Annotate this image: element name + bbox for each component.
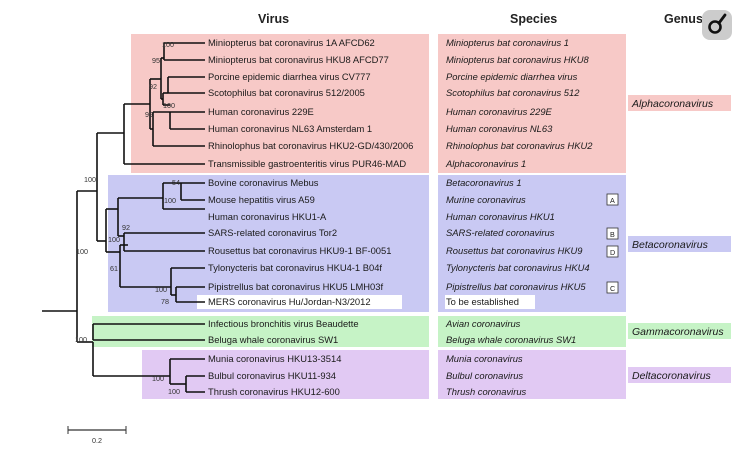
virus-name: Porcine epidemic diarrhea virus CV777 — [208, 71, 371, 82]
virus-column-header: Virus — [258, 12, 289, 26]
lineage-box-b: B — [606, 227, 619, 240]
species-name: Miniopterus bat coronavirus 1 — [446, 37, 569, 48]
species-labels: Miniopterus bat coronavirus 1 Miniopteru… — [445, 37, 593, 397]
svg-text:D: D — [610, 248, 615, 257]
delta-genus-band — [628, 367, 731, 383]
virus-name: Human coronavirus 229E — [208, 106, 314, 117]
species-name: Rhinolophus bat coronavirus HKU2 — [446, 140, 593, 151]
genus-label-alpha: Alphacoronavirus — [631, 98, 714, 110]
genus-label-delta: Deltacoronavirus — [632, 370, 712, 382]
delta-species-band — [438, 350, 626, 399]
bootstrap-label: 99 — [145, 110, 153, 119]
virus-name: Tylonycteris bat coronavirus HKU4-1 B04f — [208, 262, 382, 273]
virus-name: Bulbul coronavirus HKU11-934 — [208, 370, 336, 381]
species-name: Human coronavirus NL63 — [446, 123, 553, 134]
tree-branches — [42, 42, 205, 393]
svg-text:C: C — [610, 284, 615, 293]
species-name: Human coronavirus 229E — [446, 106, 553, 117]
virus-name: Rousettus bat coronavirus HKU9-1 BF-0051 — [208, 245, 391, 256]
annotation-wheel-icon — [702, 10, 732, 40]
bootstrap-label: 100 — [164, 196, 176, 205]
species-name: Rousettus bat coronavirus HKU9 — [446, 245, 583, 256]
virus-name: MERS coronavirus Hu/Jordan-N3/2012 — [208, 296, 371, 307]
virus-name: Infectious bronchitis virus Beaudette — [208, 318, 359, 329]
mers-species-highlight — [445, 295, 535, 309]
virus-name: Beluga whale coronavirus SW1 — [208, 334, 338, 345]
virus-name: Munia coronavirus HKU13-3514 — [208, 353, 341, 364]
species-name: Beluga whale coronavirus SW1 — [446, 334, 576, 345]
species-name: Murine coronavirus — [446, 194, 526, 205]
bootstrap-label: 92 — [149, 82, 157, 91]
species-name: Alphacoronavirus 1 — [445, 158, 526, 169]
lineage-box-d: D — [606, 245, 619, 258]
alpha-species-band — [438, 34, 626, 173]
bootstrap-label: 61 — [110, 264, 118, 273]
virus-name: Miniopterus bat coronavirus 1A AFCD62 — [208, 37, 375, 48]
bootstrap-label: 100 — [163, 101, 175, 110]
bootstrap-label: 100 — [84, 175, 96, 184]
svg-text:A: A — [610, 196, 615, 205]
bootstrap-label: 100 — [76, 247, 88, 256]
species-name: Munia coronavirus — [446, 353, 523, 364]
virus-name: Miniopterus bat coronavirus HKU8 AFCD77 — [208, 54, 389, 65]
virus-name: Transmissible gastroenteritis virus PUR4… — [208, 158, 406, 169]
bootstrap-label: 100 — [108, 235, 120, 244]
bootstrap-label: 100 — [155, 285, 167, 294]
lineage-box-a: A — [606, 193, 619, 206]
beta-genus-band — [628, 236, 731, 252]
species-name: Tylonycteris bat coronavirus HKU4 — [446, 262, 590, 273]
species-name: Scotophilus bat coronavirus 512 — [446, 87, 580, 98]
virus-name: Thrush coronavirus HKU12-600 — [208, 386, 340, 397]
virus-name: Bovine coronavirus Mebus — [208, 177, 319, 188]
bootstrap-label: 54 — [172, 178, 180, 187]
bootstrap-label: 100 — [162, 40, 174, 49]
virus-name: Human coronavirus HKU1-A — [208, 211, 327, 222]
virus-name: Mouse hepatitis virus A59 — [208, 194, 315, 205]
bootstrap-label: 100 — [75, 335, 87, 344]
species-name: Avian coronavirus — [445, 318, 521, 329]
genus-column-header: Genus — [664, 12, 703, 26]
virus-name: SARS-related coronavirus Tor2 — [208, 227, 337, 238]
genus-label-beta: Betacoronavirus — [632, 239, 709, 251]
gamma-tree-band — [92, 316, 429, 347]
gamma-genus-band — [628, 323, 731, 339]
species-name: Pipistrellus bat coronavirus HKU5 — [446, 281, 586, 292]
mers-virus-highlight — [197, 295, 402, 309]
bootstrap-label: 100 — [168, 387, 180, 396]
species-name: Porcine epidemic diarrhea virus — [446, 71, 578, 82]
virus-labels: Miniopterus bat coronavirus 1A AFCD62 Mi… — [208, 37, 413, 397]
bootstrap-label: 100 — [152, 374, 164, 383]
scale-bar: 0.2 — [67, 426, 127, 445]
svg-text:B: B — [610, 230, 615, 239]
virus-name: Scotophilus bat coronavirus 512/2005 — [208, 87, 365, 98]
species-column-header: Species — [510, 12, 557, 26]
species-name: Thrush coronavirus — [446, 386, 527, 397]
alpha-genus-band — [628, 95, 731, 111]
lineage-box-c: C — [606, 281, 619, 294]
scale-bar-label: 0.2 — [92, 436, 102, 445]
genus-label-gamma: Gammacoronavirus — [632, 326, 724, 338]
bootstrap-label: 95 — [152, 56, 160, 65]
virus-name: Rhinolophus bat coronavirus HKU2-GD/430/… — [208, 140, 413, 151]
bootstrap-label: 92 — [122, 223, 130, 232]
delta-tree-band — [142, 350, 429, 399]
species-name: SARS-related coronavirus — [446, 227, 555, 238]
virus-name: Human coronavirus NL63 Amsterdam 1 — [208, 123, 372, 134]
virus-name: Pipistrellus bat coronavirus HKU5 LMH03f — [208, 281, 383, 292]
species-name: Bulbul coronavirus — [446, 370, 523, 381]
species-name: Human coronavirus HKU1 — [446, 211, 555, 222]
species-name: To be established — [446, 296, 519, 307]
species-name: Betacoronavirus 1 — [446, 177, 522, 188]
species-name: Miniopterus bat coronavirus HKU8 — [446, 54, 590, 65]
gamma-species-band — [438, 316, 626, 347]
bootstrap-label: 78 — [161, 297, 169, 306]
beta-species-band — [438, 175, 626, 312]
alpha-tree-band — [131, 34, 429, 173]
